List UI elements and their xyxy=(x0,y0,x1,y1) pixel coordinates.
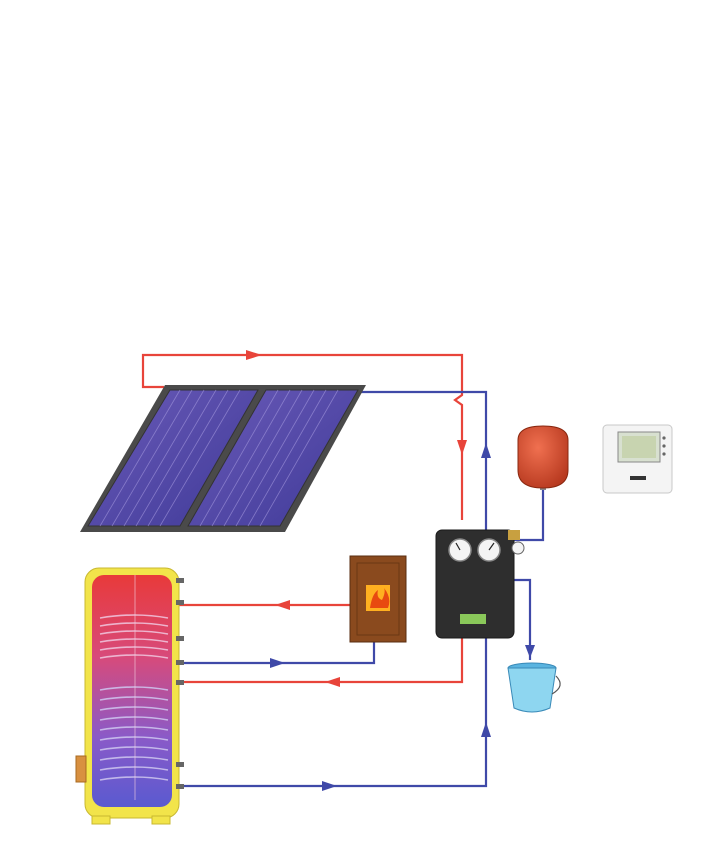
solar-panel-icon xyxy=(80,385,366,532)
expansion-vessel-icon xyxy=(517,425,569,490)
pipe-pump-to-vessel xyxy=(514,488,545,542)
flow-arrows xyxy=(246,350,535,791)
logo-plate xyxy=(460,614,486,624)
cold-pipe-collector-return xyxy=(360,390,488,535)
hot-arrow-left-pump xyxy=(325,677,340,687)
cold-pipe-tank-to-pump xyxy=(176,636,488,788)
pipe-network xyxy=(141,353,545,788)
hot-pipe-collector-top xyxy=(141,353,464,520)
hot-arrow-left-boiler xyxy=(275,600,290,610)
gauge-icon xyxy=(448,538,472,562)
arrow-down-bucket xyxy=(525,645,535,658)
pipe-pump-to-bucket xyxy=(514,578,532,660)
cold-arrow-up-bottom xyxy=(481,722,491,737)
hot-arrow-right xyxy=(246,350,262,360)
hot-arrow-down xyxy=(457,440,467,455)
boiler-flame-icon xyxy=(349,555,407,643)
cold-arrow-right-bottom xyxy=(322,781,337,791)
controller-icon xyxy=(602,424,673,494)
cold-arrow-up xyxy=(481,443,491,458)
pump-station-icon xyxy=(435,529,525,639)
cold-arrow-right-boiler xyxy=(270,658,285,668)
gauge-icon xyxy=(477,538,501,562)
hot-pipe-pump-to-tank xyxy=(176,636,464,684)
water-tank-icon xyxy=(75,567,184,825)
cold-pipe-tank-to-boiler xyxy=(176,642,376,665)
bucket-icon xyxy=(507,662,561,713)
